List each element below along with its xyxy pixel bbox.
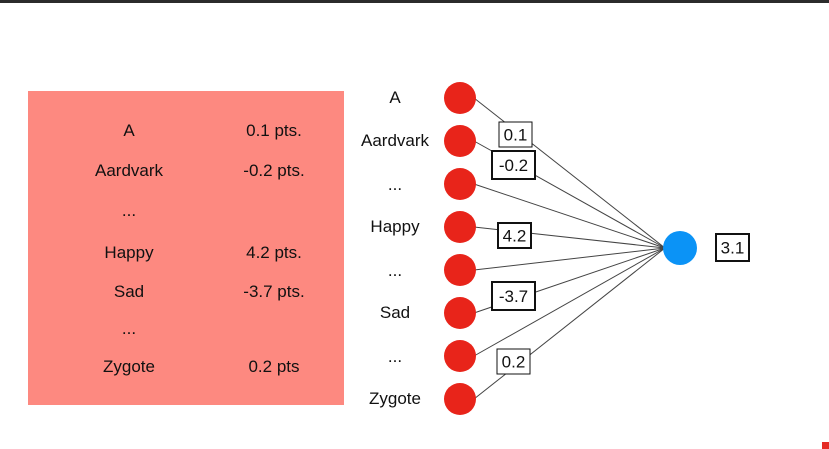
table-points: 4.2 pts. <box>246 243 302 262</box>
top-border <box>0 0 829 3</box>
word-points-table: A 0.1 pts. Aardvark -0.2 pts. ... Happy … <box>28 91 344 405</box>
input-node <box>444 297 476 329</box>
table-row: A 0.1 pts. <box>28 119 344 143</box>
table-word: ... <box>121 319 137 338</box>
table-row: Happy 4.2 pts. <box>28 241 344 265</box>
input-node <box>444 125 476 157</box>
connection-edge <box>473 247 666 271</box>
table-points: -0.2 pts. <box>243 161 305 180</box>
input-node <box>444 211 476 243</box>
table-word: ... <box>121 201 137 220</box>
output-node <box>663 231 697 265</box>
weight-box <box>498 121 533 148</box>
connection-edge <box>473 183 666 249</box>
weight-label: -0.2 <box>499 156 528 175</box>
input-label-happy: Happy <box>370 217 420 236</box>
output-value-box <box>715 233 750 262</box>
weight-box <box>491 281 536 311</box>
weight-box <box>496 348 531 375</box>
weight-box <box>491 150 536 180</box>
table-word: Happy <box>104 243 154 262</box>
table-word: Sad <box>113 282 145 301</box>
input-label-sad: Sad <box>379 303 411 322</box>
weight-label: 0.1 <box>504 126 528 145</box>
connection-edge <box>473 247 666 357</box>
weight-label: -3.7 <box>499 287 528 306</box>
table-points: -3.7 pts. <box>243 282 305 301</box>
table-row: Zygote 0.2 pts <box>28 355 344 379</box>
table-word: Zygote <box>103 357 155 376</box>
table-points: 0.1 pts. <box>246 121 302 140</box>
weight-label: 0.2 <box>502 353 526 372</box>
weight-box <box>497 222 532 249</box>
table-row: Sad -3.7 pts. <box>28 280 344 304</box>
input-label-zygote: Zygote <box>369 389 421 408</box>
output-value-label: 3.1 <box>721 239 745 258</box>
input-node <box>444 82 476 114</box>
input-node <box>444 383 476 415</box>
input-label-aardvark: Aardvark <box>360 131 430 150</box>
weight-label: 4.2 <box>503 227 527 246</box>
input-label-ellipsis: ... <box>387 347 403 366</box>
input-node <box>444 168 476 200</box>
table-word: Aardvark <box>94 161 164 180</box>
input-label-ellipsis: ... <box>387 261 403 280</box>
connection-edge <box>473 247 666 400</box>
corner-marker <box>822 442 829 449</box>
table-row: Aardvark -0.2 pts. <box>28 159 344 183</box>
table-row: ... <box>28 317 344 341</box>
input-label-ellipsis: ... <box>387 175 403 194</box>
table-points: 0.2 pts <box>248 357 300 376</box>
table-word: A <box>123 121 135 140</box>
input-node <box>444 254 476 286</box>
table-row: ... <box>28 199 344 223</box>
input-node <box>444 340 476 372</box>
input-label-a: A <box>389 88 401 107</box>
